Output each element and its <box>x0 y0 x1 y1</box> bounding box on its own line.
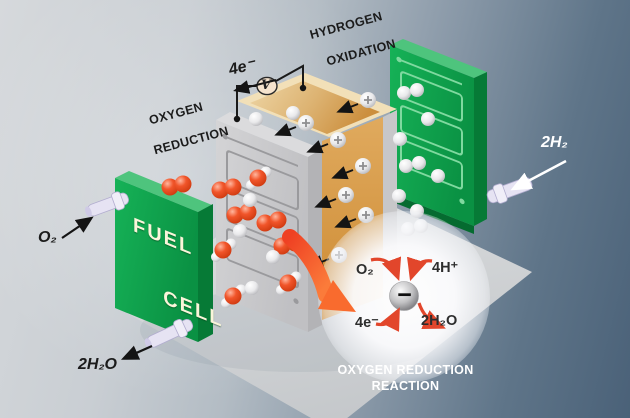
wire-terminal-anode <box>299 84 307 92</box>
anode-plate-top-face <box>390 39 487 78</box>
proton-plus-sign <box>334 136 342 144</box>
h-atom <box>249 112 263 126</box>
membrane-cavity <box>250 81 380 134</box>
inset-water-label: 2H₂O <box>421 313 458 329</box>
proton-plus-sign <box>364 96 372 104</box>
o2-molecule <box>224 178 242 196</box>
inset-caption-line2: REACTION <box>371 378 440 393</box>
inset-electrons-label: 4e⁻ <box>355 315 379 331</box>
proton-motion-arrow <box>334 215 357 229</box>
water-outlet-label: 2H₂O <box>78 356 117 373</box>
o2-inlet-pipe <box>85 191 129 217</box>
h2o-molecule <box>224 287 242 305</box>
proton-motion-arrow <box>314 195 337 209</box>
proton-motion-arrow <box>331 166 354 180</box>
h2o-molecule <box>214 241 232 259</box>
h2o-molecule <box>279 274 297 292</box>
proton-motion-arrow <box>336 100 359 114</box>
h-atom <box>421 112 435 126</box>
o2-molecule <box>239 203 257 221</box>
voltmeter-label: V <box>261 78 272 93</box>
o2-molecule <box>256 214 274 232</box>
inset-o2-label: O₂ <box>356 262 374 278</box>
proton-motion-arrow <box>306 140 329 154</box>
proton-plus-sign <box>359 162 367 170</box>
water-outlet-arrow <box>120 344 153 360</box>
inset-protons-label: 4H⁺ <box>432 260 459 276</box>
inset-arrow-protons-in <box>407 256 433 282</box>
fuel-cell-plate-front-face <box>115 178 198 342</box>
external-circuit <box>233 64 307 123</box>
oxygen-inlet-label: O₂ <box>38 229 57 246</box>
electron-sphere <box>389 281 419 311</box>
cathode-plate-top-face <box>216 112 322 157</box>
water-outlet-pipe <box>144 318 194 349</box>
h-atom <box>392 189 406 203</box>
anode-plate-bottom-face <box>390 193 474 234</box>
reaction-zoom-arrow <box>282 229 356 312</box>
fuel-cell-plate-side-face <box>198 204 213 342</box>
h2-molecule <box>412 156 426 170</box>
inset-arrow-o2-in <box>370 256 402 282</box>
h-atom <box>266 250 280 264</box>
electron-charge-symbol: − <box>397 281 412 309</box>
inset-arrow-water-out <box>417 302 446 329</box>
inset-arrow-electrons-in <box>375 307 400 332</box>
h2-molecule <box>399 159 413 173</box>
o2-molecule <box>269 211 287 229</box>
proton-motion-arrow <box>274 123 297 137</box>
h2-molecule <box>397 86 411 100</box>
electron-flow-arrow <box>233 79 277 94</box>
h2-molecule <box>410 83 424 97</box>
h-atom <box>431 169 445 183</box>
o2-molecule <box>211 181 229 199</box>
h2-inlet-arrow <box>510 159 567 191</box>
h-atom <box>393 132 407 146</box>
inset-caption: OXYGEN REDUCTION REACTION <box>328 363 483 394</box>
anode-plate-side-face <box>474 72 487 226</box>
h-atom <box>233 224 247 238</box>
h-atom <box>286 106 300 120</box>
wire-terminal-cathode <box>233 115 241 123</box>
h2o-molecule <box>249 169 267 187</box>
proton-plus-sign <box>362 211 370 219</box>
o2-molecule <box>161 178 179 196</box>
hydrogen-inlet-label: 2H₂ <box>541 134 568 151</box>
o2-molecule <box>174 175 192 193</box>
o2-molecule <box>226 206 244 224</box>
inset-caption-line1: OXYGEN REDUCTION <box>337 363 474 377</box>
h-atom <box>245 281 259 295</box>
o2-inlet-arrow <box>61 216 94 239</box>
h-atom <box>243 193 257 207</box>
circuit-wire-right <box>275 64 304 87</box>
proton-plus-sign <box>302 119 310 127</box>
proton-plus-sign <box>342 191 350 199</box>
